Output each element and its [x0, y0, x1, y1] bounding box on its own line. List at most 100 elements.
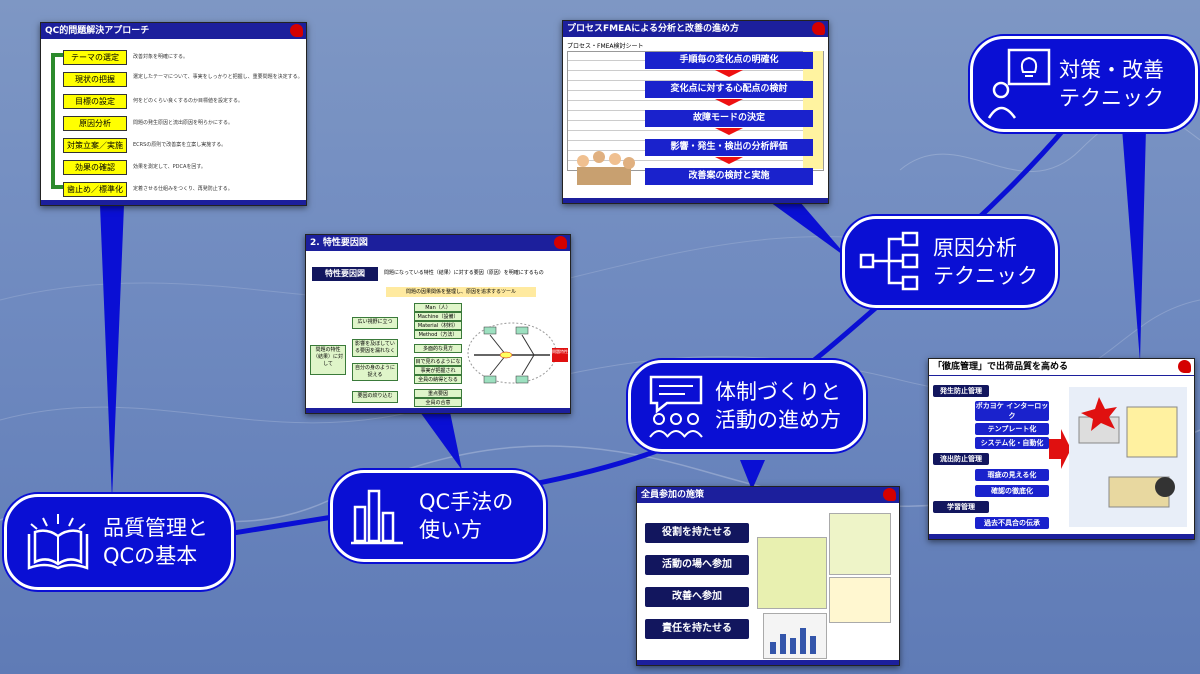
slide-qc-approach: QC的問題解決アプローチ テーマの選定 現状の把握 目標の設定 原因分析 対策立… [40, 22, 307, 206]
item-system: システム化・自動化 [975, 437, 1049, 449]
step-desc: ECRSの原則で改善案を立案し実施する。 [133, 142, 227, 148]
leaf: Man（人） [414, 303, 462, 312]
fmea-step-1: 手順毎の変化点の明確化 [645, 52, 813, 69]
node-label: 原因分析 テクニック [933, 236, 1038, 288]
red-arrow [1049, 429, 1071, 469]
bar-chart-icon [351, 489, 403, 545]
item-template: テンプレート化 [975, 423, 1049, 435]
fishbone-definition: 問題になっている特性（結果）に対する要因（原因）を明確にするもの [384, 270, 544, 276]
slide-fmea: プロセスFMEAによる分析と改善の進め方 プロセス・FMEA検討シート 手順毎の… [562, 20, 829, 204]
slide-thorough: 「徹底管理」で出荷品質を高める 発生防止管理 流出防止管理 学習管理 ポカヨケ … [928, 358, 1195, 540]
leaf: 全員の合意 [414, 398, 462, 407]
leaf: Machine（設備） [414, 312, 462, 321]
participation-improve: 改善へ参加 [645, 587, 749, 607]
company-logo [1178, 360, 1191, 373]
fmea-step-5: 改善案の検討と実施 [645, 168, 813, 185]
participation-responsibility: 責任を持たせる [645, 619, 749, 639]
activity-board [829, 513, 891, 575]
section-outflow: 流出防止管理 [933, 453, 989, 465]
leaf: Material（材料） [414, 321, 462, 330]
pointer-fmea [770, 202, 850, 260]
tool-label: 問題の因果関係を整理し、原因を追求するツール [386, 287, 536, 297]
participation-role: 役割を持たせる [645, 523, 749, 543]
section-prevention: 発生防止管理 [933, 385, 989, 397]
factory-illustration [1069, 387, 1187, 527]
fishbone-root: 問題の特性（結果）に対して [310, 345, 346, 375]
step-desc: 定着させる仕組みをつくり、再発防止する。 [133, 186, 233, 192]
arrow-down [715, 99, 743, 106]
pointer-measures [1122, 128, 1146, 362]
slide-fishbone: 2. 特性要因図 特性要因図 問題になっている特性（結果）に対する要因（原因）を… [305, 234, 571, 414]
fmea-step-4: 影響・発生・検出の分析評価 [645, 139, 813, 156]
activity-board [757, 537, 827, 609]
leaf: 事実が把握され [414, 366, 462, 375]
slide-title: 2. 特性要因図 [306, 235, 570, 251]
node-qc-methods[interactable]: QC手法の 使い方 [330, 470, 546, 562]
lightbulb-person-icon [987, 48, 1051, 119]
node-label: 体制づくりと 活動の進め方 [715, 380, 841, 432]
step-desc: 改善対象を明確にする。 [133, 54, 189, 60]
meeting-icon [649, 375, 703, 438]
chart-board [763, 613, 827, 659]
section-learning: 学習管理 [933, 501, 989, 513]
leaf: 多面的な見方 [414, 344, 462, 353]
item-visible: 瑕疵の見える化 [975, 469, 1049, 481]
leaf: 重点要因 [414, 389, 462, 398]
branch: 影響を及ぼしている要因を漏れなく [352, 339, 398, 357]
pointer-participation [740, 460, 765, 490]
branch: 要因の絞り込む [352, 391, 398, 403]
node-label: 対策・改善 テクニック [1059, 58, 1164, 110]
node-measures[interactable]: 対策・改善 テクニック [970, 36, 1198, 132]
effect-box: 問題特性 [552, 348, 568, 362]
branch: 自分の身のように捉える [352, 363, 398, 381]
fishbone-diagram [467, 322, 557, 384]
company-logo [883, 488, 896, 501]
leaf: 全員の納得となる [414, 375, 462, 384]
step-standard: 歯止め／標準化 [63, 182, 127, 197]
flow-bracket [51, 53, 65, 189]
leaf: 目で見れるようになり [414, 357, 462, 372]
item-pokayoke: ポカヨケ インターロック [975, 401, 1049, 421]
slide-title: QC的問題解決アプローチ [41, 23, 306, 39]
step-desc: 問題の発生原因と流出原因を明らかにする。 [133, 120, 234, 126]
step-effect: 効果の確認 [63, 160, 127, 175]
slide-footer [41, 200, 306, 205]
branch: 広い視野に立つ [352, 317, 398, 329]
step-target: 目標の設定 [63, 94, 127, 109]
step-action: 対策立案／実施 [63, 138, 127, 153]
step-desc: 選定したテーマについて、事実をしっかりと把握し、重要問題を決定する。 [133, 74, 303, 80]
slide-title: 全員参加の施策 [637, 487, 899, 503]
slide-footer [929, 534, 1194, 539]
slide-title: 「徹底管理」で出荷品質を高める [929, 359, 1194, 376]
activity-board [829, 577, 891, 623]
node-label: 品質管理と QCの基本 [103, 516, 208, 568]
slide-participation: 全員参加の施策 役割を持たせる 活動の場へ参加 改善へ参加 責任を持たせる [636, 486, 900, 666]
fmea-step-3: 故障モードの決定 [645, 110, 813, 127]
step-cause: 原因分析 [63, 116, 127, 131]
arrow-down [715, 128, 743, 135]
open-book-icon [27, 514, 89, 570]
fmea-step-2: 変化点に対する心配点の検討 [645, 81, 813, 98]
node-quality-basics[interactable]: 品質管理と QCの基本 [4, 494, 234, 590]
company-logo [812, 22, 825, 35]
leaf: Method（方法） [414, 330, 462, 339]
step-current: 現状の把握 [63, 72, 127, 87]
item-history: 過去不具合の伝承 [975, 517, 1049, 529]
participation-place: 活動の場へ参加 [645, 555, 749, 575]
node-cause-analysis[interactable]: 原因分析 テクニック [842, 216, 1058, 308]
item-check: 確認の徹底化 [975, 485, 1049, 497]
pointer-quality [100, 205, 124, 500]
step-desc: 何をどのくらい良くするのか目標値を設定する。 [133, 98, 244, 104]
arrow-down [715, 70, 743, 77]
company-logo [290, 24, 303, 37]
arrow-down [715, 157, 743, 164]
slide-footer [563, 198, 828, 203]
step-theme: テーマの選定 [63, 50, 127, 65]
slide-title: プロセスFMEAによる分析と改善の進め方 [563, 21, 828, 37]
meeting-illustration [577, 151, 635, 185]
fishbone-heading: 特性要因図 [312, 267, 378, 281]
slide-footer [637, 660, 899, 665]
slide-footer [306, 408, 570, 413]
node-organization[interactable]: 体制づくりと 活動の進め方 [628, 360, 866, 452]
